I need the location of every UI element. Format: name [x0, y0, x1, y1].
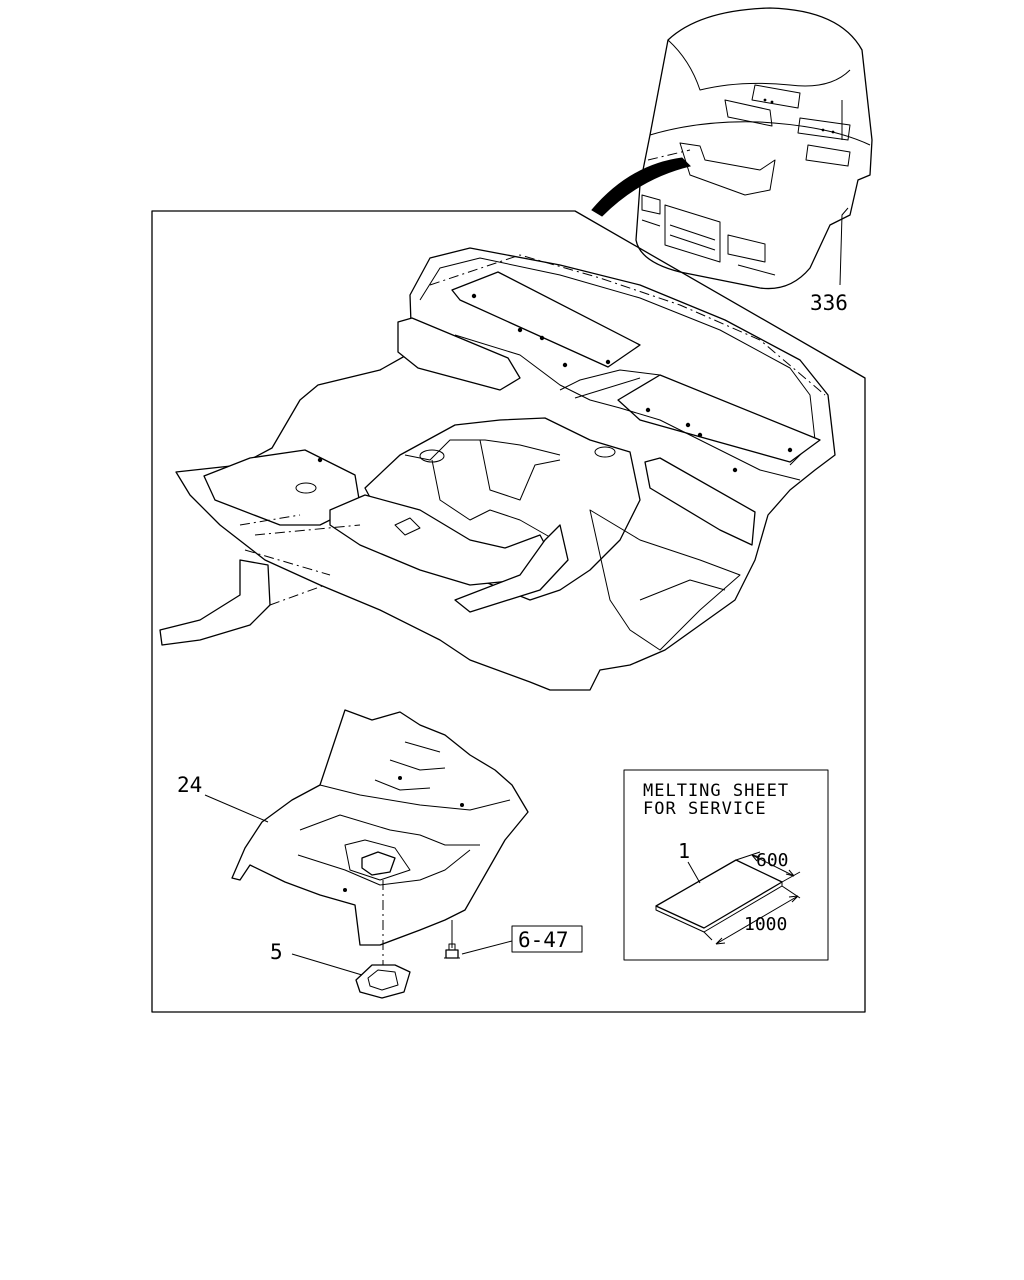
leader-24 [204, 794, 269, 823]
dimension-1000: 1000 [744, 914, 787, 935]
leader-6-47 [461, 940, 513, 955]
diagram-frame [151, 210, 866, 1013]
reference-6-47-label: 6-47 [518, 928, 569, 952]
callout-5: 5 [270, 940, 283, 964]
inset-title-line2: FOR SERVICE [643, 799, 767, 819]
reference-6-47-box[interactable]: 6-47 [511, 925, 583, 953]
grommet-illustration [355, 964, 411, 999]
inset-frame [623, 769, 829, 961]
callout-336: 336 [810, 291, 848, 315]
front-floor-section-illustration [231, 709, 529, 970]
leader-1 [687, 861, 701, 884]
callout-24: 24 [177, 773, 202, 797]
clip-fastener-illustration [444, 943, 460, 959]
cab-overview-illustration [591, 7, 873, 290]
inset-title-line1: MELTING SHEET [643, 781, 789, 801]
callout-arrow [591, 157, 691, 217]
leader-5 [291, 953, 363, 976]
melting-sheet-inset: MELTING SHEET FOR SERVICE 1 600 1000 [623, 769, 829, 961]
callout-1: 1 [678, 839, 690, 863]
floor-panel-illustration [159, 247, 836, 691]
dimension-600: 600 [756, 850, 789, 871]
